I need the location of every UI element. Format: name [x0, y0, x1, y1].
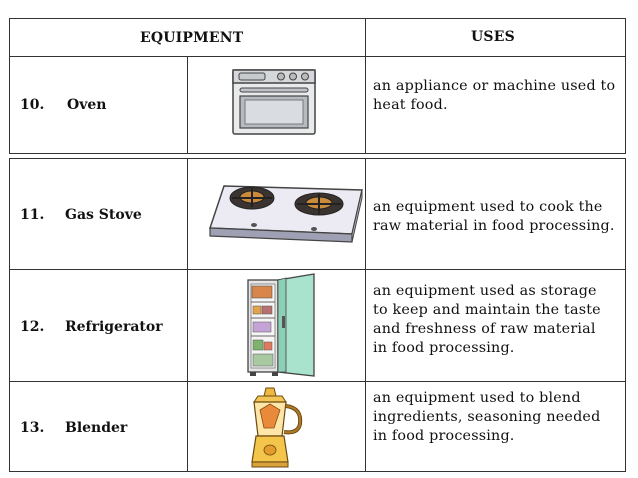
- header-divider: [9, 56, 626, 57]
- row-number: 13.: [20, 420, 45, 436]
- equipment-use: an equipment used to cook the raw materi…: [373, 199, 615, 234]
- row-number: 12.: [20, 319, 45, 335]
- uses-column-divider: [365, 158, 366, 472]
- equipment-header: EQUIPMENT: [140, 30, 244, 46]
- equipment-use: an appliance or machine used to heat foo…: [373, 78, 616, 113]
- uses-header: USES: [471, 29, 515, 45]
- equipment-name: Oven: [67, 97, 107, 113]
- uses-column-divider: [365, 18, 366, 154]
- row-number: 10.: [20, 97, 45, 113]
- equipment-name: Refrigerator: [65, 319, 163, 335]
- equipment-use: an equipment used as storage to keep and…: [373, 283, 601, 356]
- gas-stove-icon: [208, 185, 363, 243]
- equipment-use: an equipment used to blend ingredients, …: [373, 390, 601, 444]
- equipment-name: Blender: [65, 420, 128, 436]
- blender-icon: [251, 387, 303, 468]
- row-divider: [9, 269, 626, 270]
- equipment-table-top: [9, 18, 626, 154]
- row-divider: [9, 381, 626, 382]
- oven-icon: [232, 69, 316, 135]
- row-number: 11.: [20, 207, 45, 223]
- image-column-divider: [187, 158, 188, 472]
- equipment-name: Gas Stove: [65, 207, 142, 223]
- image-column-divider: [187, 56, 188, 154]
- refrigerator-icon: [247, 273, 315, 377]
